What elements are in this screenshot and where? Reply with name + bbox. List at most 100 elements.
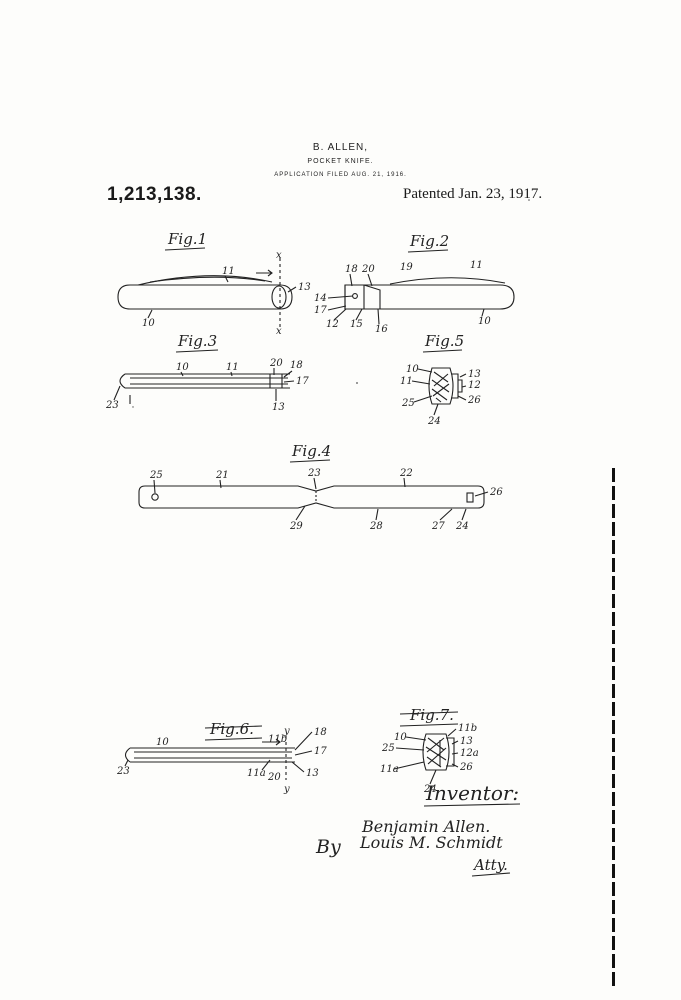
fig2-label-14: 14 — [314, 293, 327, 304]
figure-6: Fig.6. 11b y 18 10 17 23 11a 20 13 y — [116, 720, 327, 795]
fig7-side-plate — [446, 737, 455, 767]
figure-5: Fig.5 10 11 13 12 25 26 24 — [400, 332, 481, 427]
fig2-label-20: 20 — [361, 264, 375, 275]
fig2-blade-back — [389, 277, 506, 285]
fig2-label-10: 10 — [478, 316, 491, 327]
figure-2-title: Fig.2 — [409, 232, 449, 250]
fig6-label-11a: 11a — [247, 768, 266, 779]
fig2-label-18: 18 — [345, 264, 358, 275]
attorney-underline — [471, 872, 511, 877]
scan-edge-mark — [612, 468, 615, 988]
fig3-label-20: 20 — [269, 358, 283, 369]
fig2-pin — [352, 293, 358, 299]
fig5-section-hatching — [431, 371, 450, 403]
fig1-rivet-oval — [271, 285, 287, 309]
figure-2-underline — [407, 249, 449, 253]
fig1-label-13: 13 — [298, 282, 311, 293]
scan-specks — [132, 199, 530, 408]
fig4-hole — [151, 493, 159, 501]
fig5-label-26: 26 — [467, 395, 481, 406]
figure-5-underline — [422, 349, 463, 353]
fig5-label-13: 13 — [468, 369, 481, 380]
fig2-leader-lines — [327, 273, 485, 325]
fig2-label-19: 19 — [400, 262, 413, 273]
fig5-label-12: 12 — [468, 380, 481, 391]
figure-2: Fig.2 18 20 19 11 14 17 12 15 16 10 — [314, 232, 515, 335]
attorney-abbreviation: Atty. — [472, 856, 508, 874]
fig5-side-plate — [451, 373, 463, 399]
figure-3-underline — [175, 349, 219, 353]
figure-6-underline — [204, 725, 263, 741]
fig3-label-10: 10 — [176, 362, 189, 373]
figure-5-title: Fig.5 — [424, 332, 464, 350]
fig4-label-23: 23 — [307, 468, 321, 479]
fig2-label-12: 12 — [326, 319, 339, 330]
fig6-leader-lines — [124, 731, 313, 773]
signature-block: Inventor: Benjamin Allen. By Louis M. Sc… — [315, 781, 521, 877]
fig4-slot — [466, 492, 474, 503]
fig1-label-11: 11 — [222, 266, 235, 277]
fig2-label-16: 16 — [375, 324, 388, 335]
fig7-label-11b: 11b — [458, 723, 477, 734]
fig5-leader-lines — [411, 368, 467, 416]
fig7-label-12a: 12a — [460, 748, 479, 759]
figure-3-title: Fig.3 — [177, 332, 217, 350]
fig5-section-outline — [428, 367, 454, 405]
invention-title: POCKET KNIFE. — [307, 158, 374, 165]
figure-6-title: Fig.6. — [209, 720, 254, 738]
figure-4-underline — [289, 459, 331, 463]
fig5-label-10: 10 — [406, 364, 419, 375]
fig3-handle-outline — [119, 373, 290, 389]
fig3-bolster — [269, 374, 283, 388]
fig4-label-27: 27 — [431, 521, 445, 532]
fig7-label-13: 13 — [460, 736, 473, 747]
fig7-label-24: 24 — [423, 784, 437, 795]
fig3-label-13: 13 — [272, 402, 285, 413]
inventor-name-header: B. ALLEN, — [312, 142, 369, 153]
fig7-label-10: 10 — [394, 732, 407, 743]
fig7-section-outline — [422, 733, 450, 771]
figure-7: Fig.7. 11b 10 13 25 12a 11a 26 24 — [380, 706, 479, 795]
figure-4-title: Fig.4 — [291, 442, 331, 460]
fig2-knife-handle — [344, 284, 515, 310]
fig1-blade-line — [149, 276, 266, 283]
fig4-liner-blank — [138, 485, 485, 509]
fig6-label-13: 13 — [306, 768, 319, 779]
fig4-label-26: 26 — [489, 487, 503, 498]
fig7-leader-lines — [393, 728, 459, 785]
fig6-liner-lines — [134, 751, 292, 759]
fig1-label-10: 10 — [142, 318, 155, 329]
fig2-label-15: 15 — [350, 319, 363, 330]
fig6-label-11b: 11b — [268, 734, 287, 745]
figure-1: Fig.1 x x 11 13 10 — [117, 230, 311, 337]
fig4-label-22: 22 — [399, 468, 413, 479]
fig5-label-11: 11 — [400, 376, 413, 387]
figure-1-underline — [164, 247, 206, 251]
fig4-label-24: 24 — [455, 521, 469, 532]
fig7-section-hatching — [425, 737, 447, 768]
fig5-label-25: 25 — [401, 398, 415, 409]
fig3-liner-lines — [130, 377, 288, 385]
fig2-label-17: 17 — [314, 305, 327, 316]
fig1-knife-handle — [117, 284, 293, 310]
fig1-label-x-top: x — [276, 250, 282, 261]
patent-date: Patented Jan. 23, 1917. — [403, 186, 543, 202]
attorney-signature: Louis M. Schmidt — [359, 833, 503, 852]
fig6-section-arrow — [262, 738, 281, 746]
fig6-label-17: 17 — [314, 746, 327, 757]
patent-number: 1,213,138. — [107, 184, 202, 205]
fig1-leader-lines — [147, 275, 297, 319]
fig4-label-29: 29 — [289, 521, 303, 532]
fig2-cut-edge — [363, 284, 381, 309]
fig4-label-25: 25 — [149, 470, 163, 481]
fig6-label-y-top: y — [283, 726, 290, 737]
fig6-label-20: 20 — [267, 772, 281, 783]
application-filed-date: APPLICATION FILED AUG. 21, 1916. — [274, 172, 407, 178]
fig3-label-18: 18 — [290, 360, 303, 371]
figure-3: Fig.3 10 11 20 18 17 23 13 — [105, 332, 309, 413]
fig2-bolster — [344, 285, 365, 309]
fig7-label-25: 25 — [381, 743, 395, 754]
fig4-label-28: 28 — [369, 521, 383, 532]
